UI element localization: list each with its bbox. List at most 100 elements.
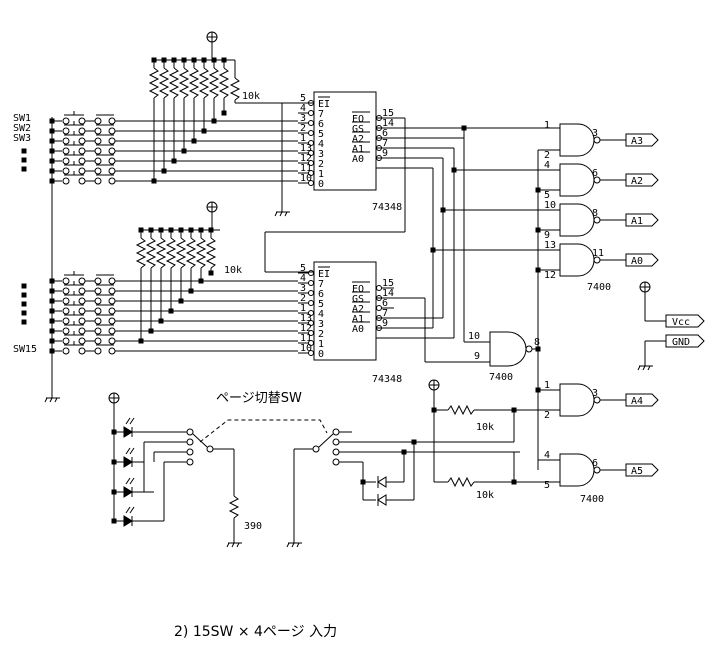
icL-in-pin-13: 13: [300, 313, 312, 324]
icL-in-name-1: 7: [318, 279, 324, 290]
icU-out-pin-6: 6: [382, 128, 388, 139]
svg-text:3: 3: [592, 388, 598, 399]
icU-out-pin-14: 14: [382, 118, 394, 129]
vcc-label: Vcc: [672, 317, 690, 328]
icL-in-pin-10: 10: [300, 343, 312, 354]
svg-text:12: 12: [544, 270, 556, 281]
svg-text:A0: A0: [631, 256, 643, 267]
icL-in-pin-12: 12: [300, 323, 312, 334]
output-a4: [625, 393, 659, 407]
pin-gmid-out: 8: [534, 337, 540, 348]
icU-in-pin-4: 4: [300, 103, 306, 114]
enable-bus: [535, 149, 560, 470]
nand-gate-a3: 123: [544, 120, 626, 161]
icL-in-name-8: 0: [318, 349, 324, 360]
pin-gmid-in2: 9: [474, 351, 480, 362]
icL-out-name-2: A2: [352, 304, 364, 315]
icU-out-name-2: A2: [352, 134, 364, 145]
icU-out-name-1: GS: [352, 124, 364, 135]
nand-gate-a5: 4 5 6: [544, 450, 626, 491]
gate-part-lower: 7400: [580, 494, 604, 505]
svg-text:11: 11: [592, 248, 604, 259]
icU-in-name-8: 0: [318, 179, 324, 190]
icU-in-pin-10: 10: [300, 173, 312, 184]
gate-part-upper: 7400: [587, 282, 611, 293]
svg-text:4: 4: [544, 160, 550, 171]
icU-in-name-1: 7: [318, 109, 324, 120]
output-a0: [625, 253, 659, 267]
nand-gate-a0: 13 12 11: [544, 240, 626, 281]
icU-in-pin-13: 13: [300, 143, 312, 154]
svg-text:1: 1: [544, 120, 550, 131]
svg-text:6: 6: [592, 458, 598, 469]
switch-array: SW1 SW2 SW3 SW15: [13, 111, 298, 403]
ic-lower-part: 74348: [372, 374, 402, 385]
output-a2: [625, 173, 659, 187]
icU-out-name-4: A0: [352, 154, 364, 165]
icU-in-pin-5: 5: [300, 93, 306, 104]
label-sw3: SW3: [13, 133, 31, 144]
svg-text:1: 1: [544, 380, 550, 391]
svg-text:5: 5: [544, 480, 550, 491]
icL-in-pin-4: 4: [300, 273, 306, 284]
resistor-top-label: 10k: [242, 91, 260, 102]
icL-in-pin-11: 11: [300, 333, 312, 344]
svg-text:13: 13: [544, 240, 556, 251]
icL-in-pin-3: 3: [300, 283, 306, 294]
pullup-network-bottom: 10k: [135, 201, 242, 344]
icU-out-pin-15: 15: [382, 108, 394, 119]
icU-in-name-0: EI: [318, 99, 330, 110]
ic-upper-part: 74348: [372, 202, 402, 213]
icL-out-name-4: A0: [352, 324, 364, 335]
icL-in-name-0: EI: [318, 269, 330, 280]
output-a5: [625, 463, 659, 477]
icL-in-name-7: 1: [318, 339, 324, 350]
icL-out-name-0: EO: [352, 284, 364, 295]
icU-in-name-2: 6: [318, 119, 324, 130]
icL-out-pin-7: 7: [382, 308, 388, 319]
icU-in-name-6: 2: [318, 159, 324, 170]
pullup-network-top: 10k: [148, 31, 314, 184]
icU-in-name-4: 4: [318, 139, 324, 150]
icU-out-name-3: A1: [352, 144, 364, 155]
eo-to-ei-wire: [264, 117, 406, 273]
icL-out-pin-9: 9: [382, 318, 388, 329]
svg-text:A1: A1: [631, 216, 643, 227]
svg-text:2: 2: [544, 410, 550, 421]
svg-text:9: 9: [544, 230, 550, 241]
pin-gmid-in1: 10: [468, 331, 480, 342]
encoder-output-wiring: [376, 125, 560, 363]
icL-in-name-6: 2: [318, 329, 324, 340]
resistor-390-label: 390: [244, 521, 262, 532]
nand-gates-lower: 1 2 3 4 5 6 7400: [544, 380, 626, 505]
icU-in-name-7: 1: [318, 169, 324, 180]
icU-in-pin-3: 3: [300, 113, 306, 124]
svg-text:A4: A4: [631, 396, 643, 407]
svg-text:A3: A3: [631, 136, 643, 147]
icU-in-name-3: 5: [318, 129, 324, 140]
ground-upper-ic: [274, 102, 314, 217]
power-terminals: Vcc GND: [637, 281, 705, 371]
icL-out-pin-14: 14: [382, 288, 394, 299]
svg-text:A2: A2: [631, 176, 643, 187]
gate-part-middle: 7400: [489, 372, 513, 383]
nand-gate-a4: 1 2 3: [544, 380, 626, 421]
icU-in-pin-2: 2: [300, 123, 306, 134]
label-sw1: SW1: [13, 113, 31, 124]
svg-text:5: 5: [544, 190, 550, 201]
gnd-label: GND: [672, 337, 690, 348]
icU-in-pin-11: 11: [300, 163, 312, 174]
icL-in-name-5: 3: [318, 319, 324, 330]
svg-text:4: 4: [544, 450, 550, 461]
output-a3: [625, 133, 659, 147]
nand-gate-middle: 10 9 8 7400: [468, 331, 540, 383]
svg-text:A5: A5: [631, 466, 643, 477]
icU-in-name-5: 3: [318, 149, 324, 160]
icL-in-pin-1: 1: [300, 303, 306, 314]
icU-out-pin-9: 9: [382, 148, 388, 159]
svg-text:10: 10: [544, 200, 556, 211]
